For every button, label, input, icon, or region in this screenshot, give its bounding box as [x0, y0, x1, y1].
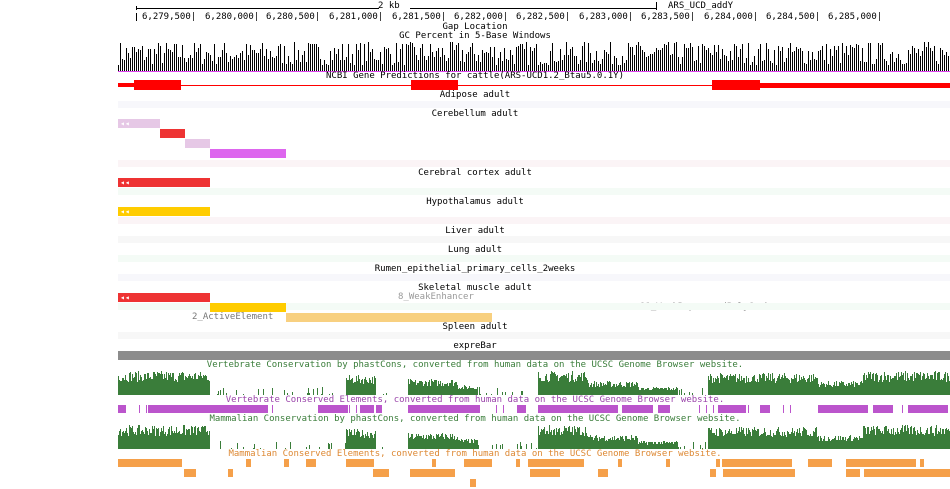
ruler-tick-label: 6,282,000| [454, 12, 509, 22]
vertebrate-elements-track[interactable] [118, 404, 950, 414]
assembly-label: ARS_UCD_addY [668, 1, 734, 11]
ruler-tick-label: 6,284,500| [766, 12, 821, 22]
track-background [118, 303, 950, 310]
chromatin-state-segment[interactable] [160, 129, 185, 138]
scale-line-right [410, 8, 656, 9]
feature-label[interactable]: 8_WeakEnhancer [398, 292, 474, 302]
ruler-start-tick [136, 13, 137, 21]
track-title-adipose[interactable]: Adipose adult [439, 90, 511, 100]
track-background [118, 274, 950, 281]
mammalian-conservation-graph[interactable] [118, 423, 950, 449]
ruler-tick-label: 6,281,000| [329, 12, 384, 22]
ruler-tick-label: 6,283,000| [579, 12, 634, 22]
track-title-vert-cons[interactable]: Vertebrate Conservation by phastCons, co… [206, 360, 744, 370]
track-background [118, 236, 950, 243]
scale-right-end [656, 2, 657, 10]
gene-intron-line [118, 85, 950, 86]
ruler-tick-label: 6,282,500| [516, 12, 571, 22]
mammalian-elements-track[interactable] [118, 458, 950, 489]
ruler-tick-label: 6,281,500| [392, 12, 447, 22]
strand-arrow-icon: ◂◂ [120, 293, 130, 302]
chromatin-state-segment[interactable]: ◂◂ [118, 207, 210, 216]
chromatin-state-segment[interactable] [210, 149, 286, 158]
chromatin-state-segment[interactable] [286, 313, 492, 322]
chromatin-state-segment[interactable] [185, 139, 210, 148]
ruler-tick-label: 6,279,500| [142, 12, 197, 22]
ruler-tick-label: 6,280,500| [266, 12, 321, 22]
track-title-hypothalamus[interactable]: Hypothalamus adult [426, 197, 524, 207]
track-background [118, 101, 950, 108]
strand-arrow-icon: ◂◂ [120, 119, 130, 128]
feature-label[interactable]: 2_ActiveElement [192, 312, 274, 322]
chromatin-state-segment[interactable]: ◂◂ [118, 293, 210, 302]
ruler-tick-label: 6,280,000| [205, 12, 260, 22]
track-title-mamm-elem[interactable]: Mammalian Conserved Elements, converted … [228, 449, 722, 459]
gc-percent-graph[interactable] [118, 41, 950, 72]
track-title-gc[interactable]: GC Percent in 5-Base Windows [399, 31, 551, 41]
track-title-rumen[interactable]: Rumen_epithelial_primary_cells_2weeks [374, 264, 576, 274]
chromatin-state-segment[interactable]: ◂◂ [118, 178, 210, 187]
track-background [118, 332, 950, 339]
track-title-ncbi[interactable]: NCBI Gene Predictions for cattle(ARS-UCD… [325, 71, 624, 81]
track-title-skeletal[interactable]: Skeletal muscle adult [418, 283, 532, 293]
chromatin-state-segment[interactable]: ◂◂ [118, 119, 160, 128]
track-background [118, 160, 950, 167]
track-title-exprebar[interactable]: expreBar [453, 341, 497, 351]
track-title-lung[interactable]: Lung adult [447, 245, 503, 255]
gene-utr [118, 83, 134, 87]
track-background [118, 255, 950, 262]
track-title-cerebellum[interactable]: Cerebellum adult [431, 109, 519, 119]
track-title-vert-elem[interactable]: Vertebrate Conserved Elements, converted… [225, 395, 725, 405]
gene-exon [134, 80, 181, 90]
ruler-tick-label: 6,284,000| [704, 12, 759, 22]
strand-arrow-icon: ◂◂ [120, 178, 130, 187]
track-title-liver[interactable]: Liver adult [445, 226, 505, 236]
gene-utr [760, 83, 950, 88]
track-title-gap[interactable]: Gap Location [442, 22, 508, 32]
chromatin-state-segment[interactable] [210, 303, 286, 312]
scale-line-left [136, 8, 379, 9]
track-title-cortex[interactable]: Cerebral cortex adult [418, 168, 532, 178]
strand-arrow-icon: ◂◂ [120, 207, 130, 216]
track-background [118, 217, 950, 224]
gene-exon [411, 80, 458, 90]
gene-exon [712, 80, 760, 90]
track-background [118, 188, 950, 195]
ruler-tick-label: 6,283,500| [641, 12, 696, 22]
exprebar-bar[interactable] [118, 351, 950, 360]
track-title-spleen[interactable]: Spleen adult [442, 322, 508, 332]
track-title-mamm-cons[interactable]: Mammalian Conservation by phastCons, con… [209, 414, 741, 424]
ruler-tick-label: 6,285,000| [828, 12, 883, 22]
vertebrate-conservation-graph[interactable] [118, 369, 950, 395]
scale-label: 2 kb [378, 1, 400, 11]
